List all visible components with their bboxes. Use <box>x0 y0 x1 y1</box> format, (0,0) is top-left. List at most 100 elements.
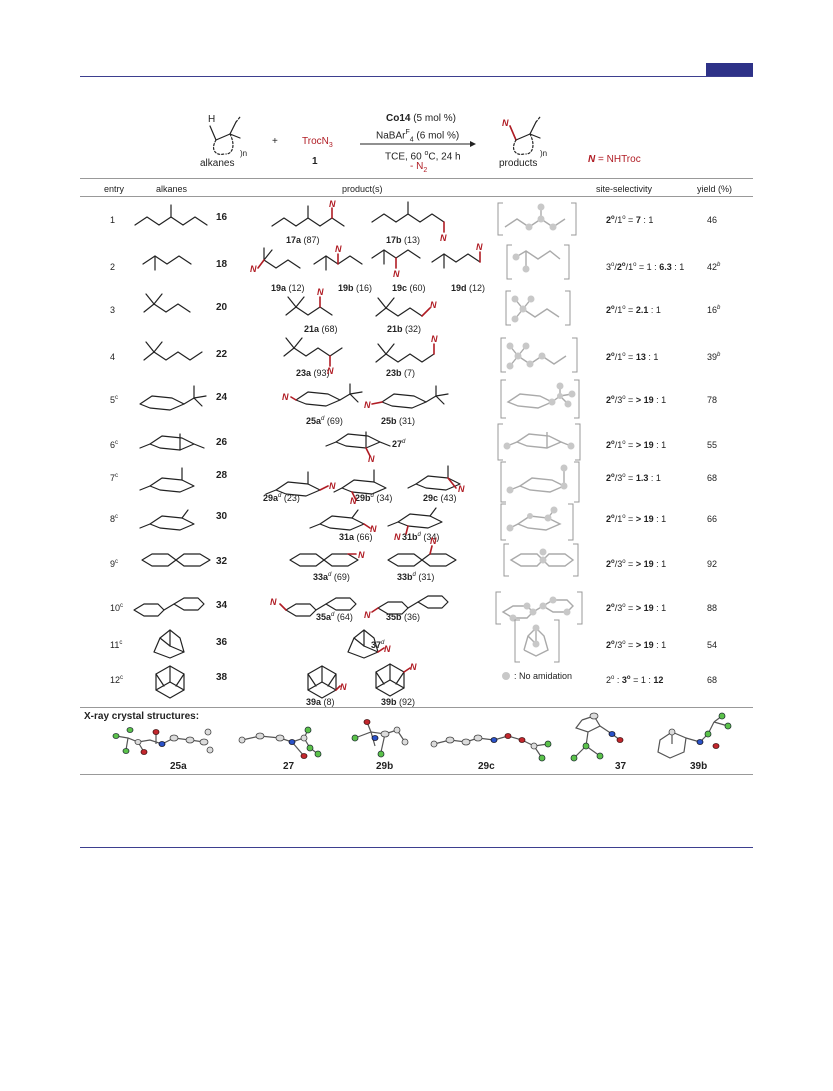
product-19c-structure: N <box>371 249 421 279</box>
yield-number: 46 <box>707 215 718 225</box>
product-ratio: (31) <box>415 572 435 582</box>
yield-footnote: b <box>717 262 721 268</box>
product-39a-structure: N <box>307 665 347 699</box>
site-selectivity-value: 2o/3o = > 19 : 1 <box>606 392 666 406</box>
selectivity-part: 2 <box>606 352 612 362</box>
alkane-28-structure <box>139 467 195 493</box>
selectivity-part: 2 <box>606 215 612 225</box>
product-ratio: (87) <box>301 235 320 245</box>
entry-number: 2 <box>110 259 115 273</box>
alkane-32-structure <box>141 553 211 567</box>
product-27-structure: N <box>325 431 391 464</box>
product-id: 31b <box>402 532 418 542</box>
xray-title: X-ray crystal structures: <box>84 711 200 722</box>
site-selectivity-value: 2o/1o = 13 : 1 <box>606 349 658 363</box>
alkane-16-structure <box>134 204 208 226</box>
entry-number: 8c <box>110 511 118 525</box>
entry-value: 2 <box>110 262 116 272</box>
product-label: 25ad (69) <box>306 413 343 427</box>
product-id: 33b <box>397 572 413 582</box>
condition-catalyst: Co14 (5 mol %) <box>386 113 457 124</box>
xray-label-39b: 39b <box>690 761 708 772</box>
entry-footnote: c <box>115 440 119 446</box>
product-ratio: (68) <box>319 324 338 334</box>
selectivity-part: /3 <box>614 640 623 650</box>
entry-number: 12c <box>110 672 123 686</box>
selectivity-part: 6.3 <box>659 262 672 272</box>
product-ratio: (34) <box>420 532 440 542</box>
product-id: 19c <box>392 283 408 293</box>
xray-39b-structure <box>657 712 732 759</box>
selectivity-part: /3 <box>614 395 623 405</box>
xray-37-structure <box>570 712 624 762</box>
product-ratio: (32) <box>402 324 422 334</box>
selectivity-part: : 1 <box>653 440 667 450</box>
product-35a-structure: N <box>270 597 357 617</box>
selectivity-part: = <box>625 395 636 405</box>
selectivity-part: o <box>626 675 631 681</box>
selectivity-part: o <box>611 675 615 681</box>
product-footnote: d <box>328 572 332 578</box>
alkane-22-structure <box>143 341 203 361</box>
selectivity-part: 2 <box>606 640 612 650</box>
selectivity-part: = 1 : <box>630 675 654 685</box>
svg-text:N: N <box>350 496 357 506</box>
product-21a-structure: N <box>285 287 333 316</box>
product-id: 29c <box>423 493 439 503</box>
selectivity-part: o <box>611 473 615 479</box>
xray-label-27: 27 <box>283 761 295 772</box>
col-yield-header: yield (%) <box>697 184 733 194</box>
yield-number: 78 <box>707 395 718 405</box>
reaction-arrow <box>360 141 476 147</box>
xray-bottom-rule <box>80 774 753 775</box>
yield-footnote: b <box>717 352 721 358</box>
product-label: 27d <box>392 436 405 450</box>
selectivity-part: /1 <box>614 215 623 225</box>
svg-text:N: N <box>368 454 375 464</box>
entry-footnote: c <box>115 559 119 565</box>
entry-value: 10 <box>110 603 121 613</box>
product-id: 19d <box>451 283 467 293</box>
entry-footnote: c <box>115 473 119 479</box>
selectivity-part: o <box>621 262 626 268</box>
yield-number: 88 <box>707 603 718 613</box>
alkane-number: 22 <box>216 349 228 360</box>
product-29a-structure: N <box>265 471 336 497</box>
alkane-24-structure <box>139 385 207 411</box>
product-footnote: d <box>331 612 335 618</box>
selectivity-part: o <box>611 305 615 311</box>
alkane-number: 36 <box>216 637 228 648</box>
selectivity-30-diagram <box>500 503 574 541</box>
selectivity-part: : 1 <box>648 305 661 315</box>
selectivity-part: o <box>622 473 626 479</box>
product-19b-structure: N <box>313 244 363 271</box>
product-id: 35a <box>316 612 332 622</box>
alkane-number: 26 <box>216 437 228 448</box>
selectivity-part: 12 <box>653 675 664 685</box>
selectivity-part: /1 <box>614 514 623 524</box>
selectivity-part: : 1 <box>648 473 661 483</box>
product-ratio: (16) <box>353 283 373 293</box>
entry-number: 7c <box>110 470 118 484</box>
xray-label-29b: 29b <box>376 761 394 772</box>
n-definition: N = NHTroc <box>588 154 641 165</box>
substrate-n-subscript: )n <box>240 149 248 158</box>
svg-text:N: N <box>431 334 438 344</box>
xray-27-structure <box>238 726 322 759</box>
entry-value: 12 <box>110 675 121 685</box>
product-id: 27 <box>392 439 403 449</box>
condition-n2-loss: - N2 <box>410 161 428 174</box>
condition-solvent: TCE, 60 oC, 24 h <box>385 150 461 163</box>
entry-number: 10c <box>110 600 123 614</box>
product-id: 23a <box>296 368 312 378</box>
svg-text:N: N <box>476 242 483 252</box>
product-label: 39b (92) <box>381 694 415 708</box>
selectivity-part: > 19 <box>635 559 654 569</box>
product-label: 19b (16) <box>338 280 372 294</box>
header-tab <box>706 63 753 77</box>
xray-label-29c: 29c <box>478 761 495 772</box>
product-label: 33ad (69) <box>313 569 350 583</box>
selectivity-part: : 1 <box>640 215 654 225</box>
svg-text:N: N <box>358 550 365 560</box>
selectivity-part: /3 <box>614 473 623 483</box>
